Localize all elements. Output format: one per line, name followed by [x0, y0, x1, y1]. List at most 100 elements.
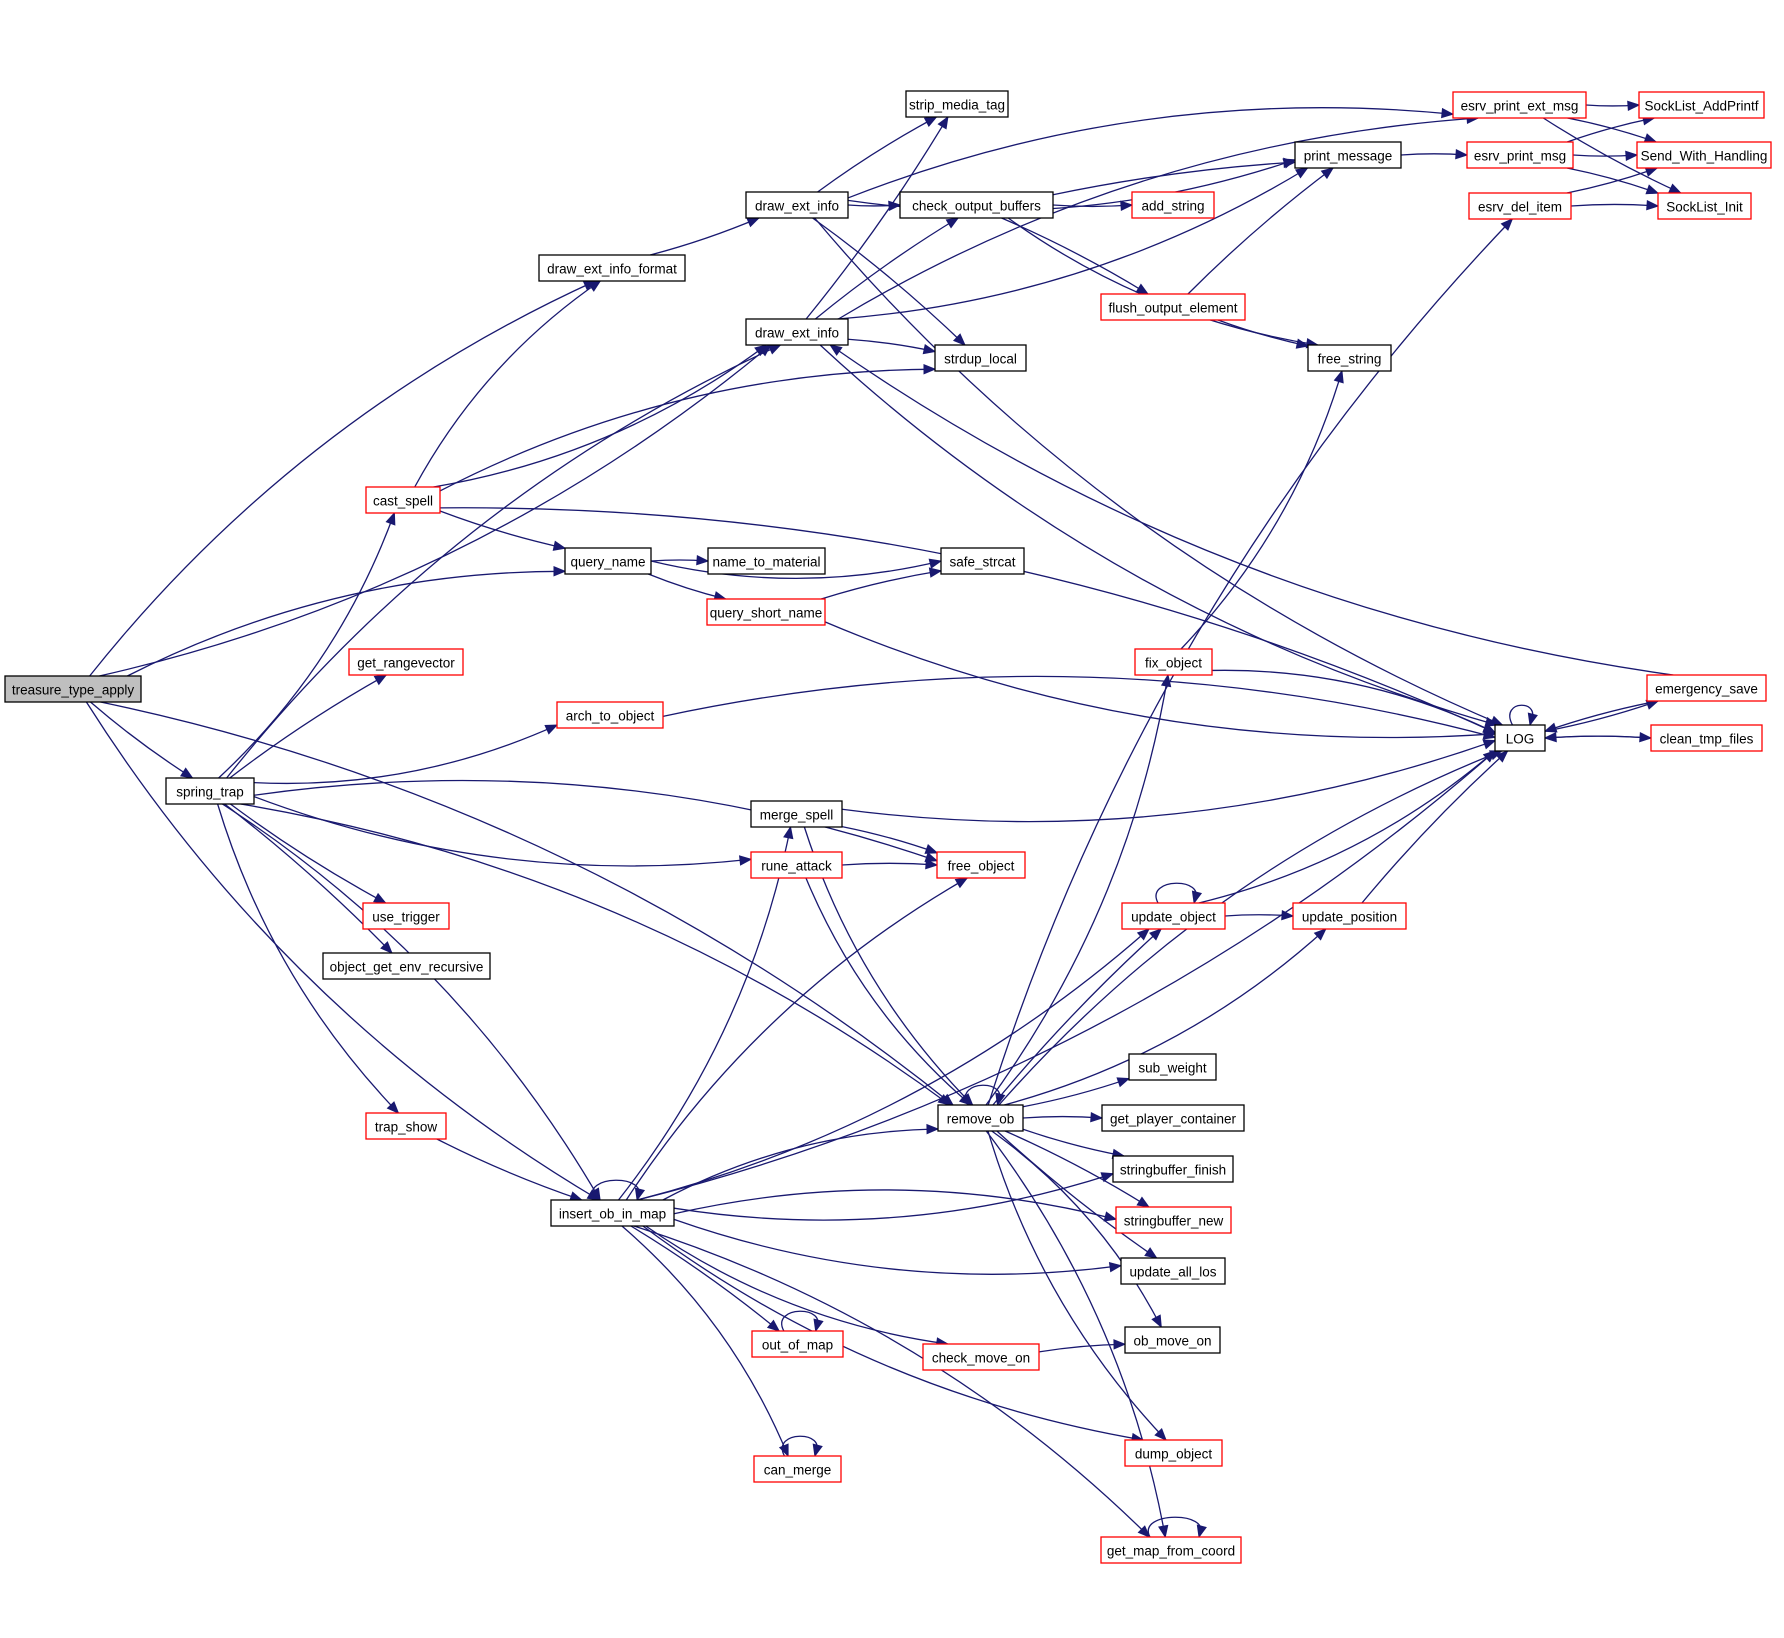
node-box[interactable]: [1650, 724, 1763, 752]
node-draw-ext-info-a[interactable]: draw_ext_info: [745, 191, 849, 219]
node-box[interactable]: [1100, 293, 1246, 321]
node-update-object[interactable]: update_object: [1121, 902, 1226, 930]
node-box[interactable]: [322, 952, 491, 980]
node-object-get-env-recursive[interactable]: object_get_env_recursive: [322, 952, 491, 980]
node-esrv-print-ext-msg[interactable]: esrv_print_ext_msg: [1452, 91, 1587, 119]
node-query-short-name[interactable]: query_short_name: [706, 598, 826, 626]
node-box[interactable]: [362, 902, 450, 930]
node-emergency-save[interactable]: emergency_save: [1646, 674, 1767, 702]
node-add-string[interactable]: add_string: [1131, 191, 1215, 219]
node-box[interactable]: [1128, 1053, 1217, 1081]
node-box[interactable]: [1112, 1155, 1234, 1183]
node-box[interactable]: [753, 1455, 842, 1483]
node-insert-ob-in-map[interactable]: insert_ob_in_map: [550, 1199, 675, 1227]
node-box[interactable]: [1494, 724, 1546, 752]
node-box[interactable]: [745, 318, 849, 346]
node-box[interactable]: [706, 598, 826, 626]
node-name-to-material[interactable]: name_to_material: [707, 547, 826, 575]
node-box[interactable]: [1292, 902, 1407, 930]
node-box[interactable]: [1134, 648, 1213, 676]
node-box[interactable]: [707, 547, 826, 575]
node-get-player-container[interactable]: get_player_container: [1101, 1104, 1245, 1132]
node-box[interactable]: [936, 851, 1026, 879]
node-box[interactable]: [1646, 674, 1767, 702]
node-box[interactable]: [1307, 344, 1392, 372]
node-box[interactable]: [922, 1343, 1040, 1371]
node-remove-ob[interactable]: remove_ob: [937, 1104, 1024, 1132]
node-fix-object[interactable]: fix_object: [1134, 648, 1213, 676]
node-trap-show[interactable]: trap_show: [365, 1112, 447, 1140]
node-check-move-on[interactable]: check_move_on: [922, 1343, 1040, 1371]
node-box[interactable]: [1452, 91, 1587, 119]
node-rune-attack[interactable]: rune_attack: [750, 851, 843, 879]
node-box[interactable]: [1101, 1104, 1245, 1132]
node-ob-move-on[interactable]: ob_move_on: [1124, 1326, 1221, 1354]
node-box[interactable]: [1294, 141, 1402, 169]
node-treasure-type-apply[interactable]: treasure_type_apply: [4, 675, 142, 703]
node-box[interactable]: [1468, 192, 1572, 220]
node-box[interactable]: [1100, 1536, 1242, 1564]
node-box[interactable]: [1124, 1439, 1223, 1467]
node-box[interactable]: [1115, 1206, 1232, 1234]
node-box[interactable]: [1120, 1257, 1226, 1285]
node-cast-spell[interactable]: cast_spell: [365, 486, 441, 514]
node-log[interactable]: LOG: [1494, 724, 1546, 752]
node-draw-ext-info-format[interactable]: draw_ext_info_format: [538, 254, 686, 282]
node-socklist-init[interactable]: SockList_Init: [1657, 192, 1752, 220]
node-flush-output-element[interactable]: flush_output_element: [1100, 293, 1246, 321]
node-box[interactable]: [937, 1104, 1024, 1132]
node-esrv-print-msg[interactable]: esrv_print_msg: [1466, 141, 1574, 169]
node-check-output-buffers[interactable]: check_output_buffers: [899, 191, 1054, 219]
node-box[interactable]: [745, 191, 849, 219]
node-box[interactable]: [348, 648, 464, 676]
node-socklist-addprintf[interactable]: SockList_AddPrintf: [1638, 91, 1765, 119]
node-box[interactable]: [4, 675, 142, 703]
node-box[interactable]: [1124, 1326, 1221, 1354]
node-box[interactable]: [751, 1330, 844, 1358]
node-box[interactable]: [1121, 902, 1226, 930]
node-box[interactable]: [1657, 192, 1752, 220]
node-can-merge[interactable]: can_merge: [753, 1455, 842, 1483]
node-box[interactable]: [365, 1112, 447, 1140]
node-box[interactable]: [550, 1199, 675, 1227]
node-spring-trap[interactable]: spring_trap: [165, 777, 255, 805]
node-merge-spell[interactable]: merge_spell: [750, 800, 843, 828]
node-clean-tmp-files[interactable]: clean_tmp_files: [1650, 724, 1763, 752]
node-sub-weight[interactable]: sub_weight: [1128, 1053, 1217, 1081]
node-box[interactable]: [564, 547, 652, 575]
node-box[interactable]: [1466, 141, 1574, 169]
node-use-trigger[interactable]: use_trigger: [362, 902, 450, 930]
node-stringbuffer-finish[interactable]: stringbuffer_finish: [1112, 1155, 1234, 1183]
node-get-map-from-coord[interactable]: get_map_from_coord: [1100, 1536, 1242, 1564]
node-box[interactable]: [1131, 191, 1215, 219]
node-print-message[interactable]: print_message: [1294, 141, 1402, 169]
node-box[interactable]: [1638, 91, 1765, 119]
node-free-object[interactable]: free_object: [936, 851, 1026, 879]
node-draw-ext-info-b[interactable]: draw_ext_info: [745, 318, 849, 346]
node-arch-to-object[interactable]: arch_to_object: [556, 701, 664, 729]
node-box[interactable]: [905, 90, 1009, 118]
node-out-of-map[interactable]: out_of_map: [751, 1330, 844, 1358]
node-strip-media-tag[interactable]: strip_media_tag: [905, 90, 1009, 118]
node-box[interactable]: [1636, 141, 1772, 169]
node-strdup-local[interactable]: strdup_local: [934, 344, 1027, 372]
node-update-position[interactable]: update_position: [1292, 902, 1407, 930]
node-get-rangevector[interactable]: get_rangevector: [348, 648, 464, 676]
node-safe-strcat[interactable]: safe_strcat: [940, 547, 1025, 575]
node-box[interactable]: [940, 547, 1025, 575]
node-box[interactable]: [750, 800, 843, 828]
node-dump-object[interactable]: dump_object: [1124, 1439, 1223, 1467]
node-esrv-del-item[interactable]: esrv_del_item: [1468, 192, 1572, 220]
node-box[interactable]: [165, 777, 255, 805]
node-box[interactable]: [365, 486, 441, 514]
node-stringbuffer-new[interactable]: stringbuffer_new: [1115, 1206, 1232, 1234]
node-box[interactable]: [538, 254, 686, 282]
node-send-with-handling[interactable]: Send_With_Handling: [1636, 141, 1772, 169]
node-box[interactable]: [899, 191, 1054, 219]
node-box[interactable]: [556, 701, 664, 729]
node-box[interactable]: [750, 851, 843, 879]
node-update-all-los[interactable]: update_all_los: [1120, 1257, 1226, 1285]
node-query-name[interactable]: query_name: [564, 547, 652, 575]
node-free-string[interactable]: free_string: [1307, 344, 1392, 372]
node-box[interactable]: [934, 344, 1027, 372]
